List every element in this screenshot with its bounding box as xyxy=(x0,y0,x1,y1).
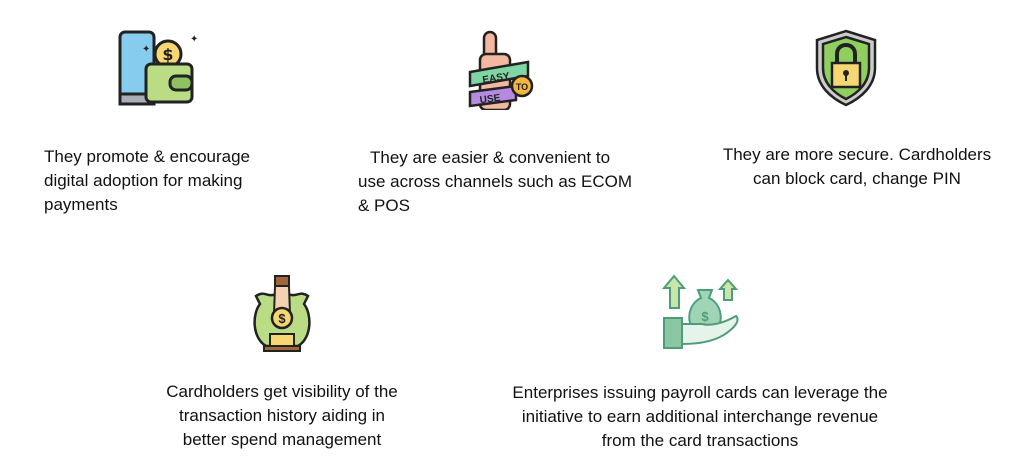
thumbs-up-easy-to-use-icon: EASY USE TO xyxy=(468,30,534,110)
text-line: Enterprises issuing payroll cards can le… xyxy=(512,383,888,402)
svg-text:$: $ xyxy=(278,311,286,326)
text-line: from the card transactions xyxy=(601,431,799,450)
badge-use: USE xyxy=(479,93,501,106)
benefit-ease-of-use-text: They are easier & convenient to use acro… xyxy=(352,146,652,218)
badge-easy: EASY xyxy=(482,71,511,86)
svg-text:✦: ✦ xyxy=(190,34,198,45)
text-line: digital adoption for making xyxy=(44,171,243,190)
benefit-digital-adoption-text: They promote & encourage digital adoptio… xyxy=(44,145,250,217)
text-line: They are more secure. Cardholders xyxy=(722,145,992,164)
text-line: better spend management xyxy=(182,430,382,449)
benefit-visibility-text: Cardholders get visibility of the transa… xyxy=(132,380,432,452)
text-line: transaction history aiding in xyxy=(178,406,385,425)
badge-to: TO xyxy=(516,82,528,92)
benefit-revenue-text: Enterprises issuing payroll cards can le… xyxy=(480,381,920,453)
svg-text:$: $ xyxy=(162,45,173,64)
svg-text:✦: ✦ xyxy=(142,44,150,55)
text-line: can block card, change PIN xyxy=(753,169,961,188)
text-line: initiative to earn additional interchang… xyxy=(521,407,879,426)
svg-text:$: $ xyxy=(701,309,709,324)
benefit-security-text: They are more secure. Cardholders can bl… xyxy=(694,143,1020,191)
text-line: & POS xyxy=(358,196,410,215)
shield-lock-icon xyxy=(815,29,877,107)
text-line: payments xyxy=(44,195,118,214)
phone-wallet-icon: $ ✦ ✦ xyxy=(118,30,198,106)
hand-money-growth-icon: $ xyxy=(662,274,739,349)
text-line: use across channels such as ECOM xyxy=(358,172,633,191)
text-line: Cardholders get visibility of the xyxy=(166,382,398,401)
text-line: They promote & encourage xyxy=(44,147,251,166)
money-bag-icon: $ xyxy=(253,275,311,352)
text-line: They are easier & convenient to xyxy=(370,148,611,167)
